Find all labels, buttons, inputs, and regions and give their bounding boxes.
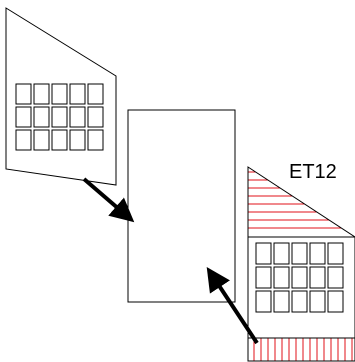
right-building-base-hatch <box>253 338 353 361</box>
right-building-window <box>327 290 344 313</box>
building-label: ET12 <box>289 161 337 183</box>
right-building-window <box>255 242 272 265</box>
right-building-window <box>291 266 308 289</box>
right-building-window <box>255 290 272 313</box>
right-building-windows <box>255 242 344 313</box>
right-building-window <box>291 290 308 313</box>
right-building-outline <box>247 166 355 362</box>
left-building-window <box>15 83 32 105</box>
left-building-windows <box>15 83 104 151</box>
left-building <box>5 7 117 186</box>
left-building-window <box>33 129 50 151</box>
left-building-window <box>15 129 32 151</box>
arrow-left-to-center <box>82 177 135 223</box>
right-building-window <box>309 242 326 265</box>
right-building-window <box>273 242 290 265</box>
right-building-window <box>327 266 344 289</box>
right-building-window <box>273 266 290 289</box>
left-building-window <box>33 106 50 128</box>
center-box <box>127 109 236 303</box>
right-building-window <box>309 266 326 289</box>
left-building-window <box>33 83 50 105</box>
left-building-window <box>69 106 86 128</box>
left-building-window <box>87 129 104 151</box>
right-building-window <box>255 266 272 289</box>
arrow-right-to-center <box>206 266 259 345</box>
left-building-window <box>51 129 68 151</box>
right-building-window <box>291 242 308 265</box>
left-building-window <box>87 106 104 128</box>
left-building-window <box>69 129 86 151</box>
right-building-window <box>327 242 344 265</box>
left-building-window <box>51 83 68 105</box>
left-building-window <box>87 83 104 105</box>
right-building-window <box>273 290 290 313</box>
left-building-window <box>51 106 68 128</box>
right-building-window <box>309 290 326 313</box>
right-building <box>247 166 355 362</box>
left-building-window <box>15 106 32 128</box>
left-building-window <box>69 83 86 105</box>
